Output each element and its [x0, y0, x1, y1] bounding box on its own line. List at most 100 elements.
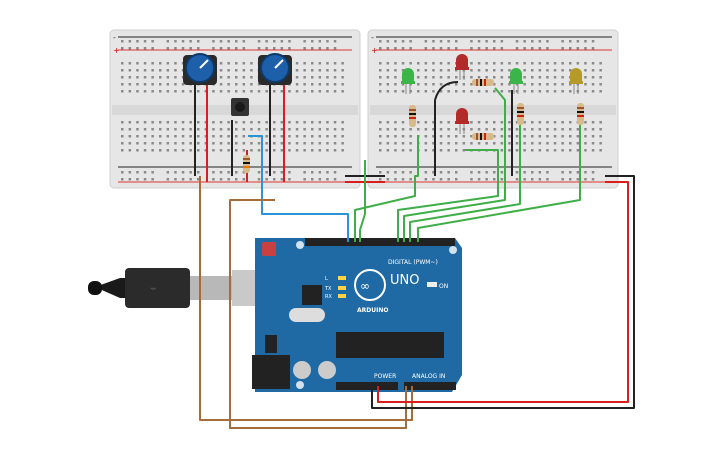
breadboard-hole [303, 83, 306, 86]
breadboard-hole [561, 40, 564, 43]
breadboard-hole [386, 128, 390, 131]
breadboard-hole [447, 149, 450, 152]
breadboard-hole [189, 171, 192, 174]
breadboard-hole [204, 149, 208, 152]
breadboard-hole [311, 149, 314, 152]
breadboard-hole [265, 121, 268, 124]
breadboard-hole [128, 40, 132, 43]
breadboard-hole [470, 47, 473, 50]
breadboard-hole [166, 171, 170, 174]
breadboard-hole [121, 171, 124, 174]
breadboard-hole [569, 121, 572, 124]
breadboard-hole [576, 128, 580, 131]
breadboard-hole [128, 121, 132, 124]
led-green [401, 68, 415, 94]
breadboard-hole [447, 128, 450, 131]
breadboard-hole [523, 83, 526, 86]
breadboard-hole [288, 171, 291, 174]
arduino-logo-icon [354, 269, 386, 301]
pulldown-resistor [243, 155, 250, 173]
breadboard-hole [584, 149, 587, 152]
breadboard-hole [409, 62, 412, 65]
breadboard-hole [553, 121, 557, 124]
breadboard-hole [288, 121, 291, 124]
breadboard-hole [235, 62, 238, 65]
breadboard-hole [128, 171, 132, 174]
breadboard-hole [584, 121, 587, 124]
breadboard-hole [576, 135, 580, 138]
digital-label: DIGITAL (PWM~) [388, 259, 438, 266]
crystal [289, 308, 325, 322]
breadboard-hole [493, 135, 496, 138]
breadboard-hole [523, 69, 526, 72]
breadboard-hole [432, 178, 435, 181]
breadboard-hole [318, 135, 322, 138]
breadboard-hole [470, 40, 473, 43]
left-rail-plus-sign: + [113, 46, 120, 55]
breadboard-hole [531, 40, 534, 43]
left-rail-minus-sign: - [113, 33, 116, 42]
breadboard-hole [417, 83, 420, 86]
breadboard-hole [546, 171, 549, 174]
breadboard-hole [470, 90, 473, 93]
breadboard-hole [531, 121, 534, 124]
breadboard-hole [477, 121, 481, 124]
breadboard-hole [143, 69, 147, 72]
breadboard-hole [508, 90, 511, 93]
breadboard-hole [439, 171, 443, 174]
breadboard-hole [569, 90, 572, 93]
led-yellow [569, 68, 583, 94]
breadboard-hole [235, 90, 238, 93]
breadboard-hole [295, 149, 299, 152]
breadboard-hole [280, 128, 284, 131]
on-led-label: ON [439, 283, 448, 290]
breadboard-hole [212, 149, 215, 152]
breadboard-hole [561, 69, 564, 72]
breadboard-hole [303, 128, 306, 131]
breadboard-hole [311, 171, 314, 174]
breadboard-hole [531, 83, 534, 86]
breadboard-hole [538, 69, 542, 72]
breadboard-hole [401, 90, 405, 93]
breadboard-hole [326, 135, 329, 138]
arduino-uno-board: ∞ ARDUINO UNO DIGITAL (PWM~) POWER ANALO… [252, 238, 462, 392]
breadboard-hole [166, 149, 170, 152]
breadboard-hole [553, 149, 557, 152]
breadboard-hole [303, 69, 306, 72]
breadboard-hole [455, 178, 458, 181]
breadboard-hole [333, 178, 337, 181]
breadboard-hole [136, 171, 139, 174]
breadboard-hole [280, 149, 284, 152]
breadboard-hole [136, 135, 139, 138]
breadboard-hole [166, 47, 170, 50]
breadboard-hole [341, 135, 344, 138]
breadboard-hole [599, 142, 602, 145]
breadboard-hole [485, 69, 488, 72]
breadboard-hole [538, 171, 542, 174]
breadboard-hole [288, 128, 291, 131]
wires [199, 87, 635, 429]
breadboard-hole [333, 90, 337, 93]
breadboard-hole [159, 90, 162, 93]
breadboard-hole [531, 47, 534, 50]
breadboard-hole [531, 178, 534, 181]
breadboard-hole [204, 90, 208, 93]
breadboard-hole [143, 40, 147, 43]
breadboard-hole [379, 40, 382, 43]
breadboard-hole [174, 83, 177, 86]
breadboard-hole [500, 47, 504, 50]
breadboard-hole [470, 142, 473, 145]
breadboard-hole [500, 171, 504, 174]
breadboard-hole [181, 47, 185, 50]
breadboard-hole [515, 40, 519, 43]
breadboard-hole [227, 149, 230, 152]
breadboard-hole [311, 76, 314, 79]
tx-led-label: TX [324, 286, 332, 292]
breadboard-hole [121, 62, 124, 65]
breadboard-hole [432, 135, 435, 138]
breadboard-hole [219, 128, 223, 131]
breadboard-hole [417, 121, 420, 124]
breadboard-hole [508, 135, 511, 138]
breadboard-hole [584, 142, 587, 145]
breadboard-hole [500, 149, 504, 152]
